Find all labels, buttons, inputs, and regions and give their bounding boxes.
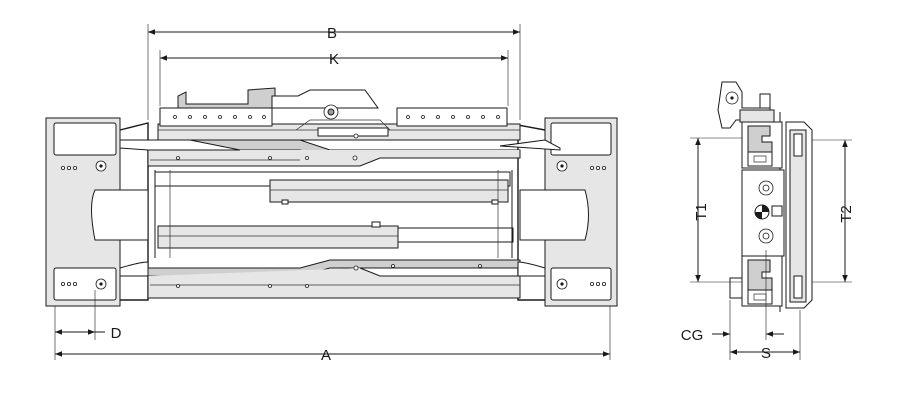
label-A: A [321, 347, 331, 364]
label-D: D [111, 325, 122, 342]
label-T2: T2 [838, 205, 855, 223]
cg-symbol [754, 204, 770, 220]
front-view [45, 24, 618, 360]
label-B: B [327, 25, 337, 42]
label-K: K [329, 51, 339, 68]
dimension-lines-side [690, 137, 852, 360]
side-view [690, 81, 852, 360]
plate-holes [173, 115, 500, 119]
main-frame [91, 87, 589, 301]
label-CG: CG [681, 327, 704, 344]
label-S: S [761, 345, 771, 362]
label-T1: T1 [693, 203, 710, 221]
lower-cylinder [157, 221, 514, 249]
upper-cylinder [154, 171, 511, 205]
dimension-lines-front [54, 24, 611, 360]
dimension-labels: B K D A T1 T2 CG S [111, 25, 855, 364]
